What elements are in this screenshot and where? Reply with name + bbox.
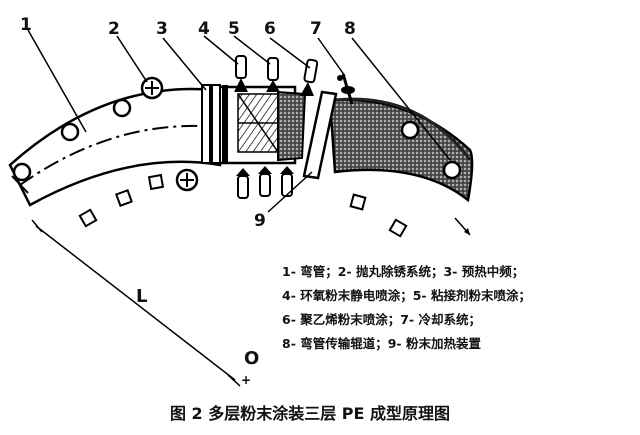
label-8: 8 — [344, 19, 356, 39]
legend: 1- 弯管；2- 抛丸除锈系统；3- 预热中频； 4- 环氧粉末静电喷涂；5- … — [282, 260, 531, 356]
conveyor-rollers-top — [12, 98, 462, 182]
coated-pipe — [328, 97, 474, 203]
preheat-induction-ring — [201, 84, 228, 164]
label-L: L — [136, 286, 147, 307]
label-2: 2 — [108, 19, 120, 39]
spray-guns-top — [234, 55, 319, 96]
legend-line: 6- 聚乙烯粉末喷涂；7- 冷却系统； — [282, 312, 481, 327]
dimension-line-L: + — [31, 219, 251, 387]
coating-zone-pipe — [213, 85, 307, 165]
shot-blast-wheel-top — [140, 76, 164, 100]
spray-guns-bottom — [236, 166, 294, 199]
label-6: 6 — [264, 19, 276, 39]
shot-blast-wheel-bottom — [175, 168, 199, 192]
label-7: 7 — [310, 19, 322, 39]
exit-arrow — [454, 217, 471, 236]
figure-caption: 图 2 多层粉末涂装三层 PE 成型原理图 — [169, 404, 451, 423]
label-3: 3 — [156, 19, 168, 39]
label-5: 5 — [228, 19, 240, 39]
label-4: 4 — [198, 19, 210, 39]
conveyor-rollers-bottom — [78, 173, 408, 238]
label-9: 9 — [254, 211, 266, 231]
legend-line: 1- 弯管；2- 抛丸除锈系统；3- 预热中频； — [282, 264, 525, 279]
legend-line: 8- 弯管传输辊道；9- 粉末加热装置 — [282, 336, 481, 351]
label-1: 1 — [20, 15, 32, 35]
cooling-system-icon — [337, 73, 355, 105]
label-O: O — [244, 348, 259, 369]
svg-text:+: + — [241, 373, 251, 387]
legend-line: 4- 环氧粉末静电喷涂；5- 粘接剂粉末喷涂； — [282, 288, 531, 303]
leader-lines — [27, 29, 451, 213]
powder-heating-device — [302, 90, 338, 180]
